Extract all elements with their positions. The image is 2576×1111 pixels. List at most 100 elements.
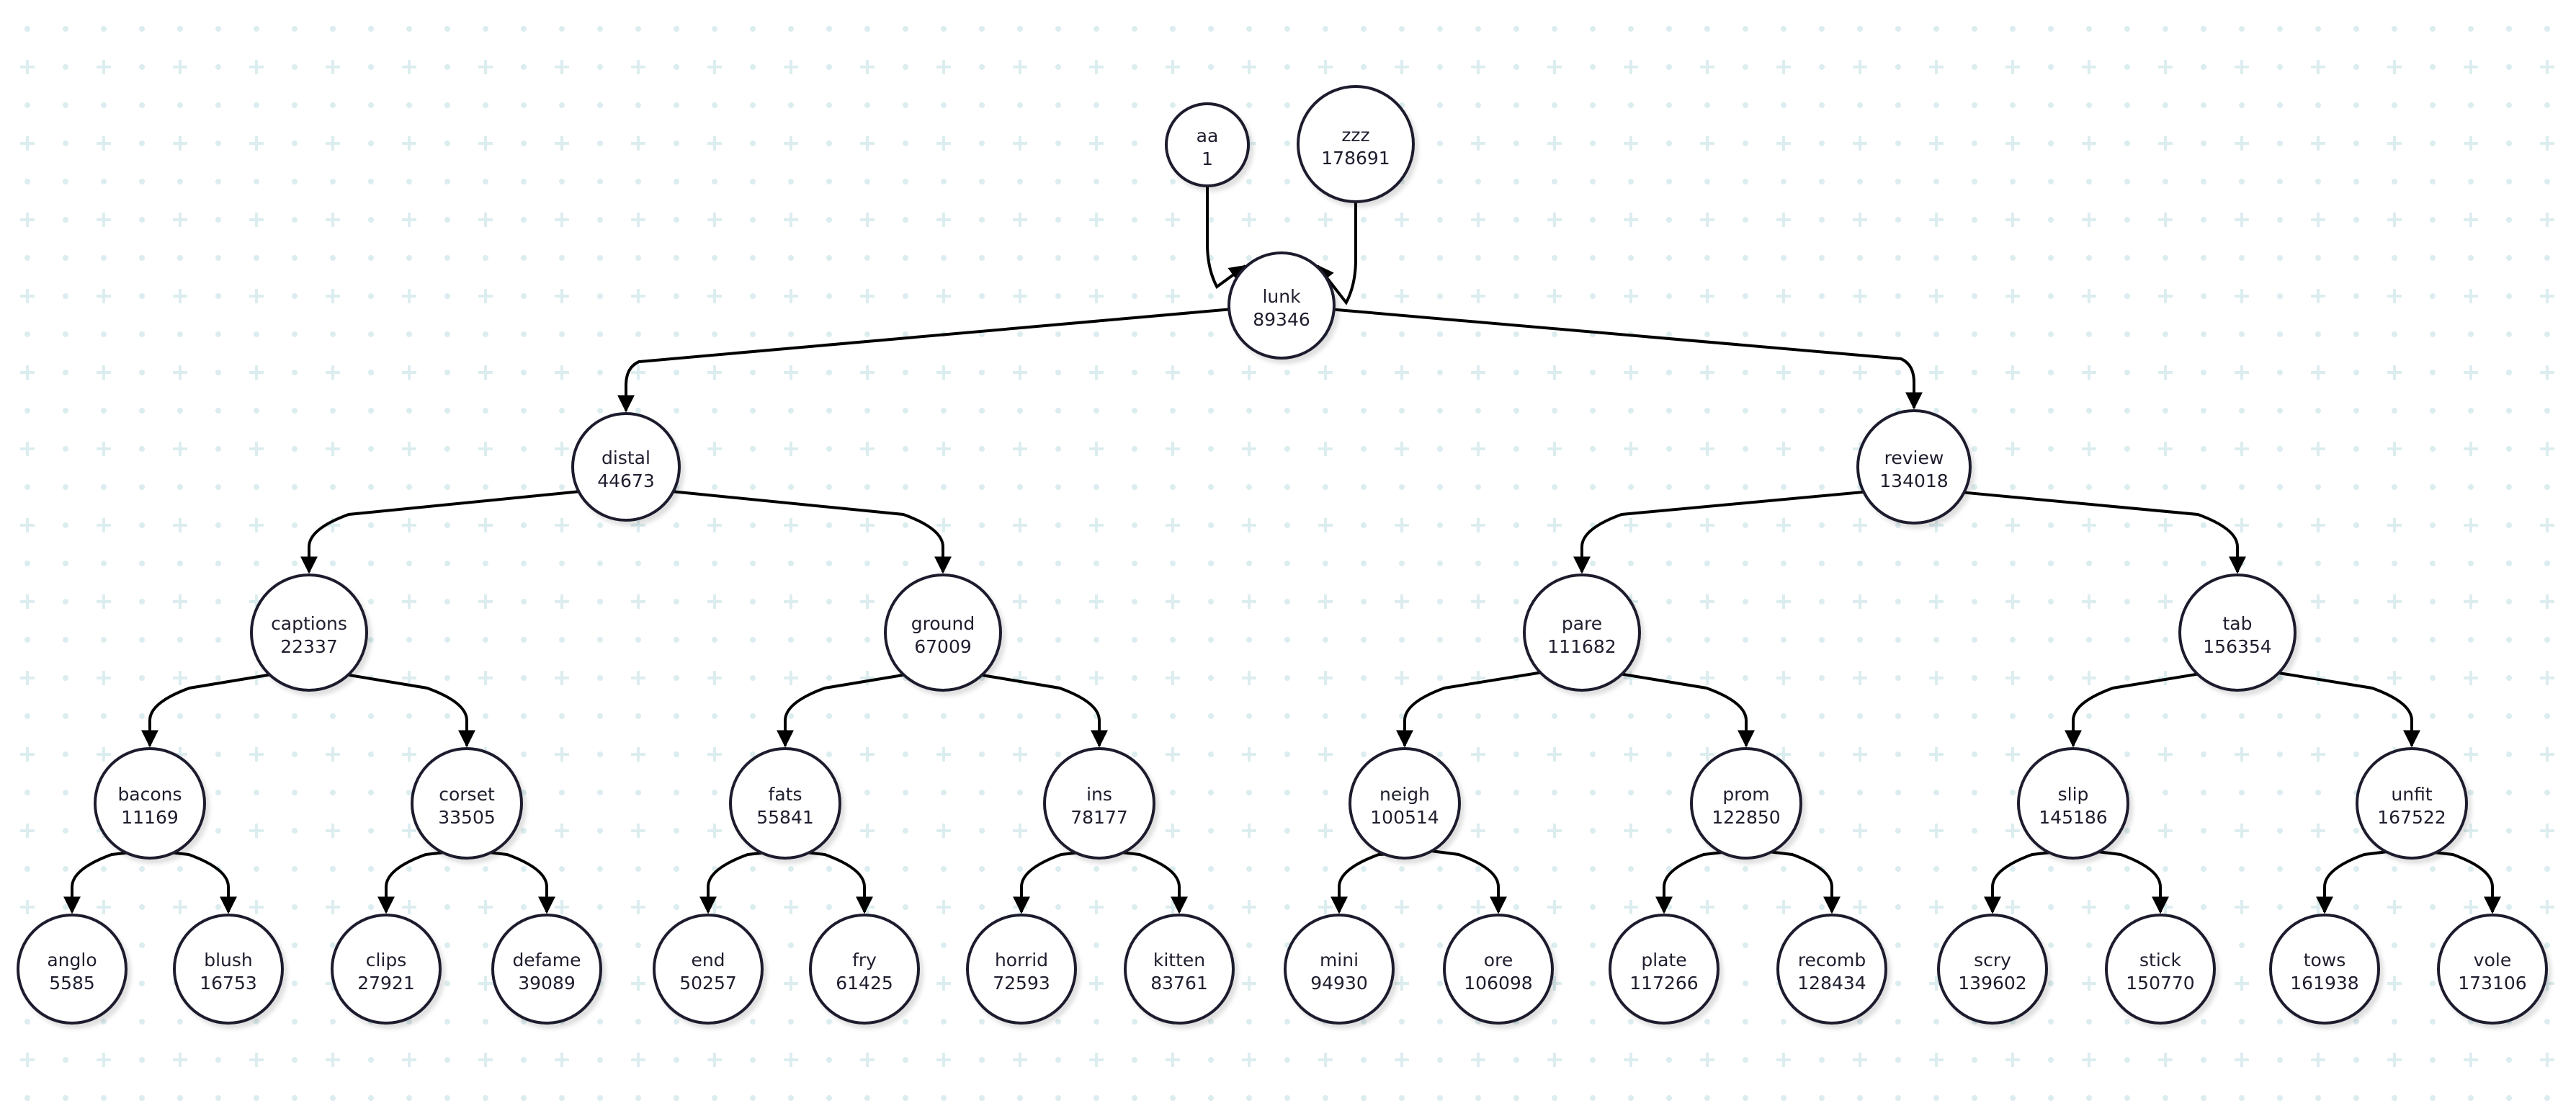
node-label: tab bbox=[2223, 613, 2253, 634]
grid-dot bbox=[1323, 1095, 1328, 1101]
grid-plus bbox=[1853, 518, 1867, 532]
grid-plus bbox=[1395, 1053, 1409, 1067]
grid-dot bbox=[1819, 1057, 1825, 1063]
grid-dot bbox=[139, 64, 145, 70]
grid-dot bbox=[1132, 675, 1137, 681]
grid-dot bbox=[1208, 446, 1214, 452]
grid-dot bbox=[1094, 255, 1099, 261]
grid-dot bbox=[292, 904, 298, 910]
grid-dot bbox=[1132, 255, 1137, 261]
grid-dot bbox=[2124, 561, 2130, 566]
grid-dot bbox=[1895, 981, 1901, 986]
grid-plus bbox=[2540, 594, 2554, 609]
grid-dot bbox=[2506, 255, 2512, 261]
grid-dot bbox=[674, 751, 679, 757]
grid-dot bbox=[330, 1019, 336, 1025]
grid-dot bbox=[2430, 64, 2436, 70]
node-circle bbox=[491, 914, 602, 1025]
grid-plus bbox=[707, 671, 722, 685]
grid-plus bbox=[1929, 60, 1944, 74]
grid-plus bbox=[20, 671, 35, 685]
grid-dot bbox=[1819, 370, 1825, 375]
grid-dot bbox=[292, 26, 298, 32]
grid-dot bbox=[254, 1019, 259, 1025]
grid-dot bbox=[979, 751, 985, 757]
grid-plus bbox=[478, 518, 493, 532]
grid-dot bbox=[1208, 1019, 1214, 1025]
grid-dot bbox=[1972, 484, 1977, 490]
grid-dot bbox=[292, 331, 298, 337]
grid-dot bbox=[101, 408, 107, 414]
grid-plus bbox=[1089, 136, 1104, 151]
grid-dot bbox=[597, 179, 603, 184]
grid-dot bbox=[1437, 866, 1443, 872]
grid-dot bbox=[979, 790, 985, 795]
grid-dot bbox=[1513, 1095, 1519, 1101]
grid-dot bbox=[292, 179, 298, 184]
grid-dot bbox=[24, 866, 30, 872]
grid-plus bbox=[1471, 900, 1485, 914]
grid-dot bbox=[2506, 140, 2512, 146]
grid-plus bbox=[555, 594, 569, 609]
grid-dot bbox=[1743, 370, 1748, 375]
grid-dot bbox=[597, 408, 603, 414]
grid-plus bbox=[2311, 136, 2325, 151]
grid-dot bbox=[1743, 675, 1748, 681]
node-aa[interactable]: aa1 bbox=[1165, 102, 1250, 187]
grid-dot bbox=[750, 1057, 756, 1063]
grid-plus bbox=[1166, 518, 1180, 532]
grid-dot bbox=[750, 255, 756, 261]
node-circle bbox=[1043, 747, 1155, 860]
grid-dot bbox=[1781, 408, 1786, 414]
grid-dot bbox=[1361, 599, 1367, 604]
grid-plus bbox=[478, 900, 493, 914]
grid-dot bbox=[2506, 370, 2512, 375]
grid-dot bbox=[941, 102, 947, 108]
grid-dot bbox=[1170, 1095, 1176, 1101]
grid-plus bbox=[2005, 213, 2020, 227]
grid-dot bbox=[1017, 713, 1023, 719]
grid-dot bbox=[292, 561, 298, 566]
grid-dot bbox=[1972, 140, 1977, 146]
grid-dot bbox=[1590, 790, 1596, 795]
grid-dot bbox=[1819, 408, 1825, 414]
grid-dot bbox=[1857, 866, 1863, 872]
grid-dot bbox=[2277, 751, 2283, 757]
grid-dot bbox=[2010, 1095, 2016, 1101]
grid-dot bbox=[1284, 370, 1290, 375]
grid-dot bbox=[1284, 179, 1290, 184]
grid-plus bbox=[1700, 213, 1714, 227]
